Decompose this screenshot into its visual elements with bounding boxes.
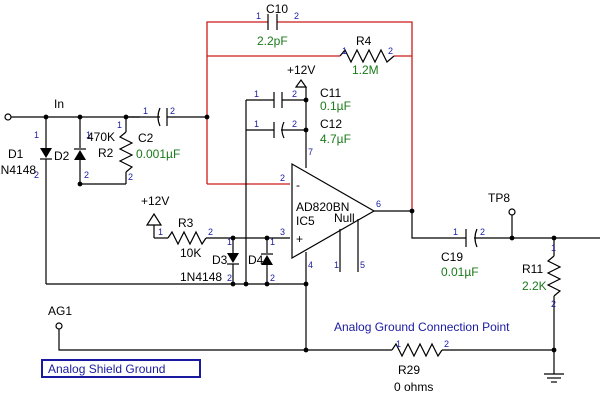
- r4-ref: R4: [356, 34, 372, 48]
- d3-value: 1N4148: [180, 270, 222, 284]
- opamp-part: AD820BN: [296, 200, 349, 214]
- c10-pin2: 2: [294, 11, 299, 21]
- c2-ref: C2: [138, 131, 154, 145]
- ground-symbol: [544, 373, 564, 383]
- d4-pin1: 2: [270, 273, 275, 283]
- c11-pin1: 2: [292, 89, 297, 99]
- diode-d1: 1 2 D1 1N4148: [0, 117, 52, 284]
- d1-pin1: 1: [34, 130, 39, 140]
- r2-ref: R2: [98, 146, 114, 160]
- opamp-pin1: 1: [334, 260, 339, 270]
- r3-pin2: 2: [208, 227, 213, 237]
- shield-ground-label: Analog Shield Ground: [48, 362, 165, 376]
- opamp-pin2: 2: [280, 173, 285, 183]
- r2-pin2: 2: [128, 172, 133, 182]
- c11-value: 0.1µF: [320, 99, 351, 113]
- opamp-pin6: 6: [376, 199, 381, 209]
- c12-value: 4.7µF: [320, 132, 351, 146]
- resistor-r4: 1 2 R4 1.2M: [339, 34, 395, 77]
- c19-pin2: 2: [480, 227, 485, 237]
- testpoint-tp8: TP8: [488, 191, 557, 241]
- d1-value: 1N4148: [0, 163, 36, 177]
- c2-pin1: 1: [143, 106, 148, 116]
- r11-ref: R11: [522, 262, 543, 276]
- opamp-null-label: Null: [334, 211, 355, 225]
- opamp-pin4: 4: [308, 260, 313, 270]
- opamp-ref: IC5: [296, 214, 315, 228]
- input-label: In: [54, 97, 64, 111]
- r3-pin1: 1: [158, 227, 163, 237]
- resistor-r29: 1 2 R29 0 ohms: [391, 339, 554, 394]
- r29-ref: R29: [398, 363, 420, 377]
- r29-value: 0 ohms: [394, 380, 433, 394]
- c10-ref: C10: [266, 2, 288, 16]
- resistor-r2: 1 2 470K R2: [87, 117, 134, 184]
- shield-ground-box: Analog Shield Ground: [41, 359, 201, 378]
- r4-pin2: 2: [388, 46, 393, 56]
- tp8-ref: TP8: [488, 191, 510, 205]
- diode-d4: 1 2 D4: [248, 237, 275, 284]
- capacitor-c11: 1 2 C11 0.1µF: [246, 86, 351, 113]
- capacitor-c10: 1 2 C10 2.2pF: [256, 2, 299, 48]
- opamp-plus: +: [296, 232, 303, 246]
- c19-ref: C19: [441, 250, 463, 264]
- r3-value: 10K: [180, 246, 201, 260]
- r2-pin1: 1: [117, 120, 122, 130]
- d3-pin1: 1: [227, 237, 232, 247]
- r29-pin1: 1: [396, 339, 401, 349]
- c12-ref: C12: [320, 117, 342, 131]
- output-wire: [411, 211, 466, 239]
- vcc-top-label: +12V: [287, 63, 315, 77]
- c2-pin2: 2: [170, 106, 175, 116]
- c12-pin1: 2: [292, 119, 297, 129]
- d2-pin1: 2: [84, 170, 89, 180]
- c11-pin2: 1: [254, 89, 259, 99]
- c19-pin1: 1: [453, 227, 458, 237]
- feedback-net: [206, 21, 413, 210]
- capacitor-c19: 1 2 C19 0.01µF: [441, 227, 600, 279]
- resistor-r11: 1 2 R11 2.2K: [522, 238, 562, 374]
- diode-d3: 1 2 D3 1N4148: [180, 237, 239, 284]
- d2-ref: D2: [54, 149, 70, 163]
- input-terminal: In: [4, 97, 140, 121]
- opamp-pin5: 5: [360, 260, 365, 270]
- c12-pin2: 1: [254, 119, 259, 129]
- supply-left-12v: +12V: [141, 194, 169, 238]
- c19-value: 0.01µF: [441, 265, 479, 279]
- r11-pin1: 2: [551, 299, 556, 309]
- d3-pin2: 2: [227, 273, 232, 283]
- ag1-ref: AG1: [48, 304, 72, 318]
- r11-value: 2.2K: [522, 279, 547, 293]
- r4-value: 1.2M: [352, 63, 379, 77]
- capacitor-c2: 1 2 C2 0.001µF: [126, 106, 210, 161]
- c11-ref: C11: [320, 86, 341, 100]
- resistor-r3: 1 2 R3 10K: [154, 216, 290, 260]
- c2-value: 0.001µF: [136, 147, 180, 161]
- d1-ref: D1: [8, 147, 24, 161]
- testpoint-ag1: AG1: [48, 304, 392, 351]
- vcc-left-label: +12V: [141, 194, 169, 208]
- diode-d2: 1 2 D2: [54, 117, 91, 184]
- r2-value: 470K: [87, 130, 115, 144]
- d1-pin2: 2: [34, 170, 39, 180]
- c10-pin1: 1: [256, 11, 261, 21]
- opamp-minus: -: [296, 178, 300, 192]
- r29-pin2: 2: [444, 339, 449, 349]
- analog-ground-label: Analog Ground Connection Point: [334, 320, 510, 334]
- opamp-pin7: 7: [308, 147, 313, 157]
- capacitor-c12: 1 2 C12 4.7µF: [246, 117, 351, 146]
- r3-ref: R3: [178, 216, 194, 230]
- d2-pin2: 1: [86, 130, 91, 140]
- d4-pin2: 1: [270, 237, 275, 247]
- d4-ref: D4: [248, 253, 264, 267]
- c10-value: 2.2pF: [257, 34, 288, 48]
- opamp-pin3: 3: [280, 227, 285, 237]
- d3-ref: D3: [212, 253, 228, 267]
- opamp-ic5: - + AD820BN IC5 Null 2 3 7 4 6 1 5: [280, 147, 381, 272]
- r4-pin1: 1: [342, 46, 347, 56]
- r11-pin2: 1: [551, 243, 556, 253]
